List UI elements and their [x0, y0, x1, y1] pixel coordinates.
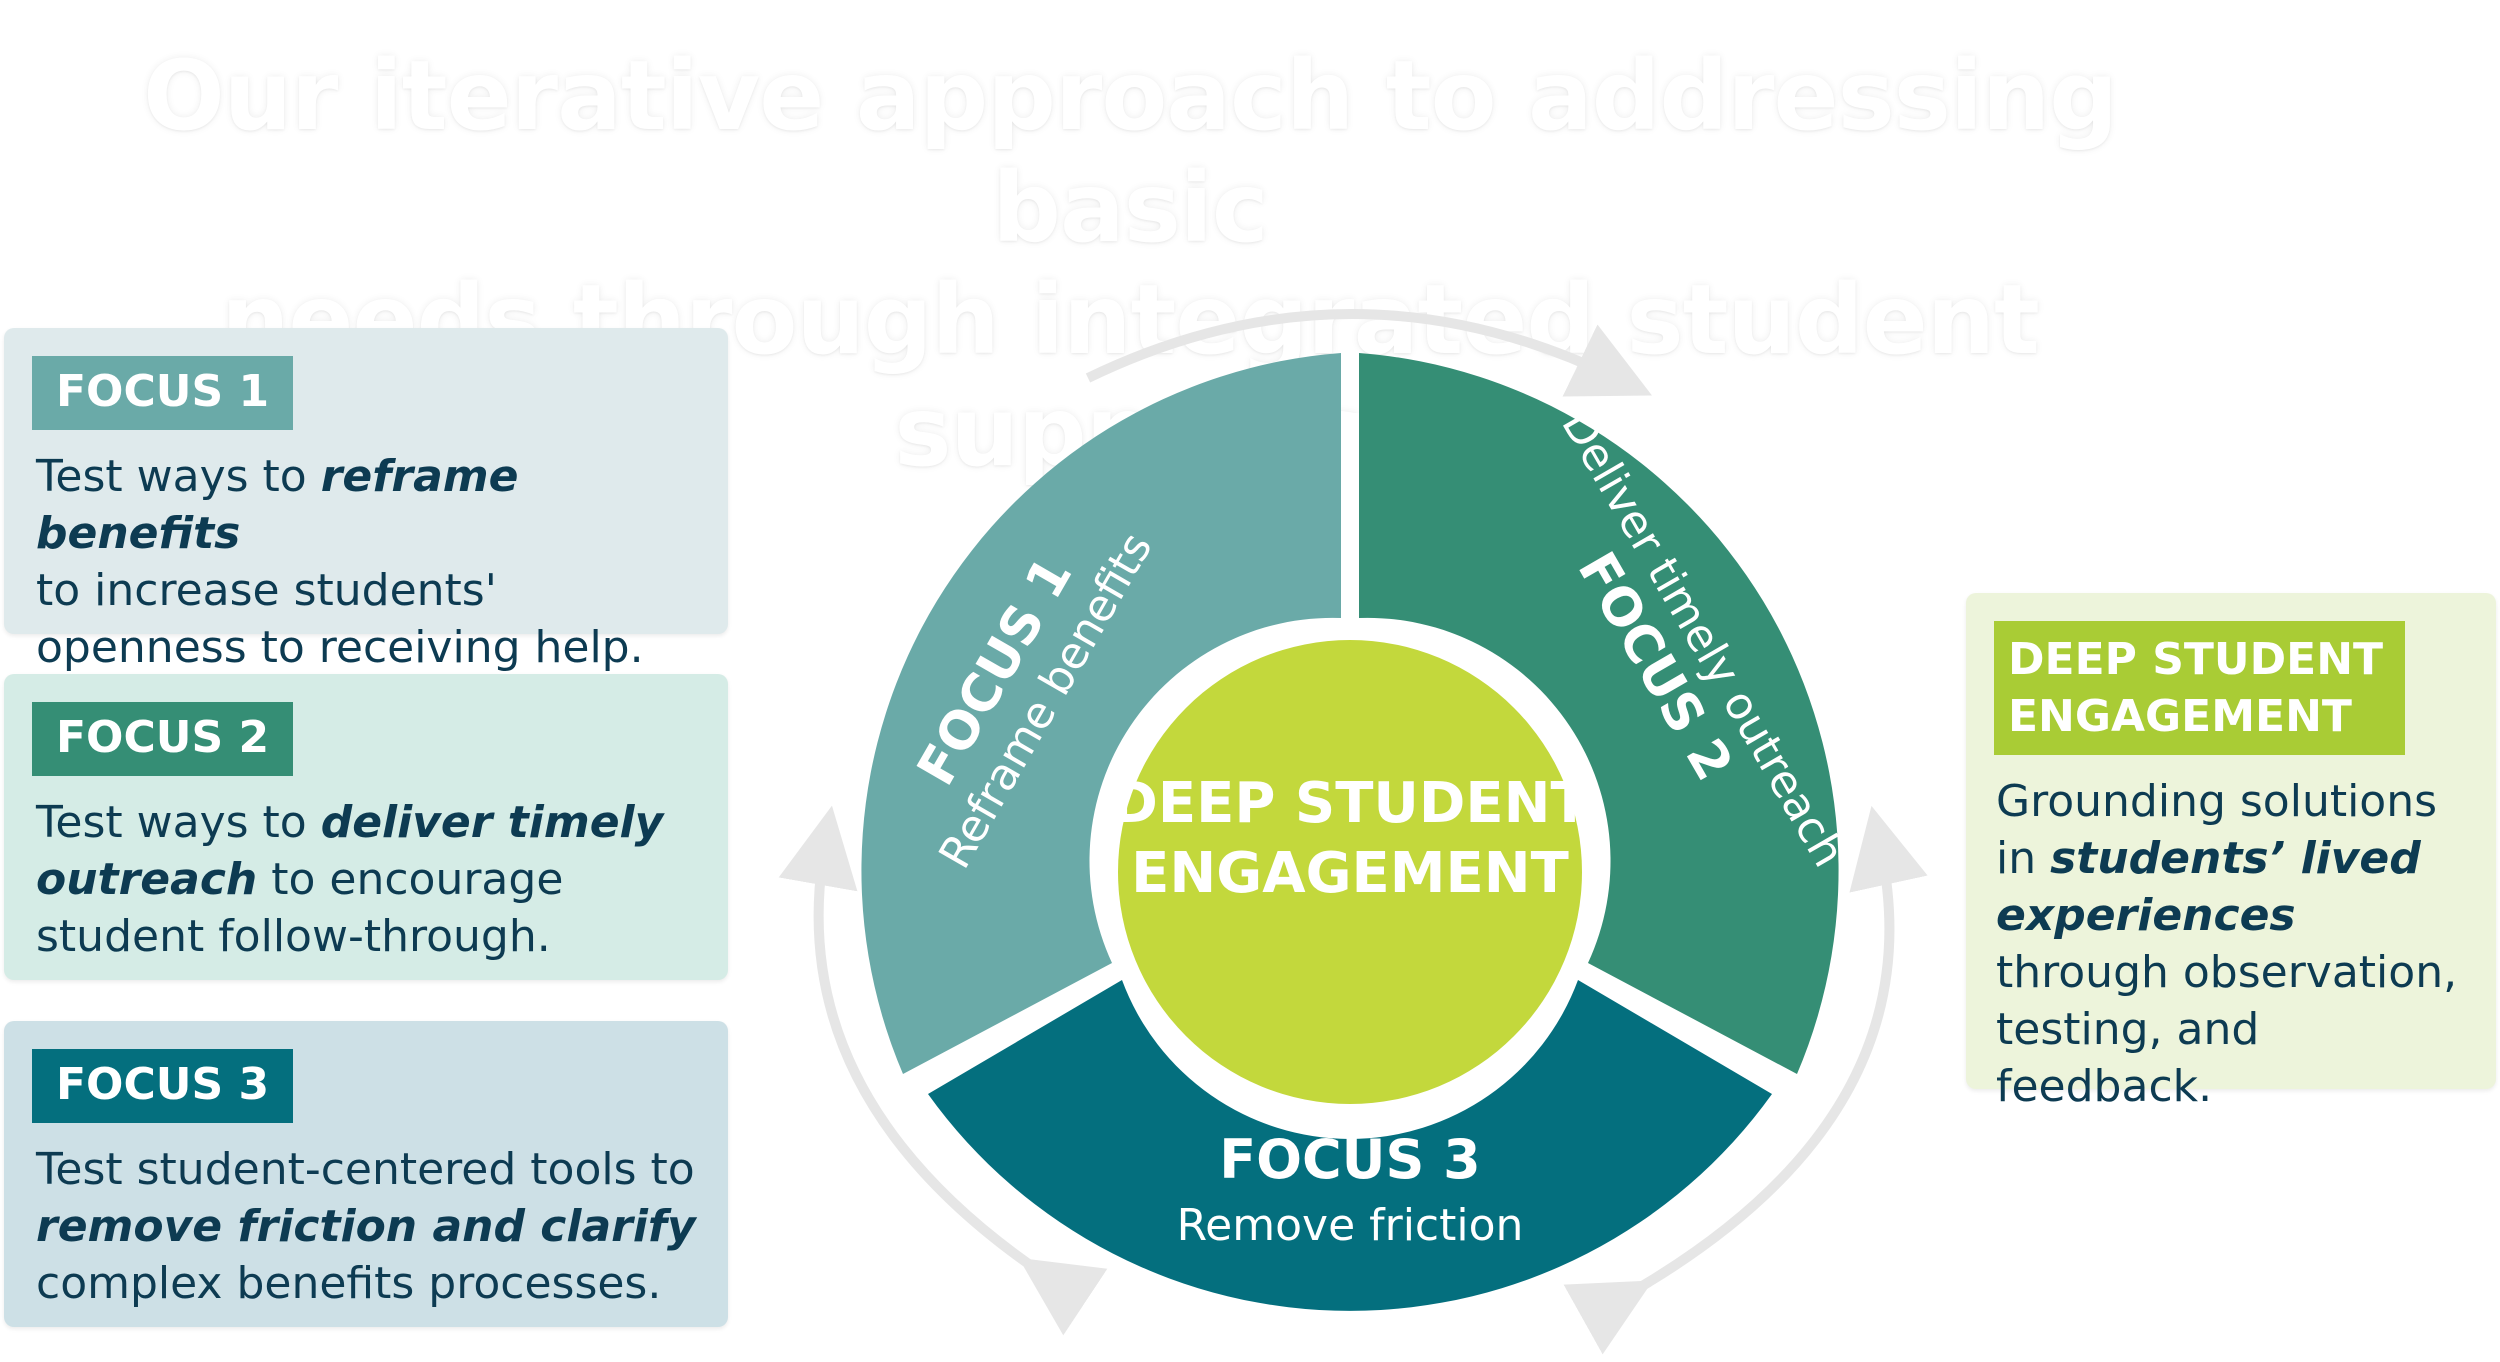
focus-2-description: Test ways to deliver timely outreach to … [36, 794, 708, 965]
wheel-focus-3-title: FOCUS 3 [1219, 1128, 1481, 1191]
focus-3-text-start: Test student-centered tools to [36, 1144, 695, 1195]
engagement-badge-line-1: DEEP STUDENT [2008, 634, 2384, 685]
focus-2-segment [1359, 353, 1839, 1074]
focus-1-emphasis: reframe benefits [36, 451, 519, 559]
focus-1-text-start: Test ways to [36, 451, 321, 502]
engagement-card: DEEP STUDENT ENGAGEMENT Grounding solutio… [1966, 593, 2496, 1112]
engagement-text-start: Grounding solutions in [1996, 776, 2438, 884]
focus-1-segment [861, 353, 1341, 1074]
title-line-1: Our iterative approach to addressing bas… [143, 40, 2118, 264]
cycle-arrow-top [1085, 309, 1652, 397]
focus-2-text-end: to encourage student follow-through. [36, 854, 564, 962]
focus-2-emphasis: deliver timely outreach [36, 797, 664, 905]
center-label-line-2: ENGAGEMENT [1131, 841, 1569, 906]
cycle-arrow-right [1563, 805, 1928, 1355]
focus-3-emphasis: remove friction and clarify [36, 1201, 696, 1252]
focus-2-badge: FOCUS 2 [32, 702, 294, 776]
focus-2-text-start: Test ways to [36, 797, 321, 848]
focus-3-badge: FOCUS 3 [32, 1049, 294, 1123]
center-circle [1118, 640, 1582, 1104]
engagement-description: Grounding solutions in students’ lived e… [1996, 773, 2476, 1115]
engagement-badge: DEEP STUDENT ENGAGEMENT [1994, 621, 2406, 756]
focus-1-text-end: to increase students' openness to receiv… [36, 565, 644, 673]
focus-3-card: FOCUS 3 Test student-centered tools to r… [4, 1021, 728, 1327]
focus-3-segment [928, 980, 1772, 1311]
center-label-line-1: DEEP STUDENT [1111, 771, 1588, 836]
wheel-focus-3-subtitle: Remove friction [1177, 1200, 1524, 1251]
focus-1-badge: FOCUS 1 [32, 356, 294, 430]
engagement-text-end: through observation, testing, and feedba… [1996, 947, 2458, 1112]
engagement-badge-line-2: ENGAGEMENT [2008, 691, 2352, 743]
focus-3-description: Test student-centered tools to remove fr… [36, 1141, 708, 1312]
focus-3-text-end: complex benefits processes. [36, 1258, 662, 1309]
cycle-arrow-left [778, 805, 1108, 1336]
engagement-emphasis: students’ lived experiences [1996, 833, 2421, 941]
focus-2-card: FOCUS 2 Test ways to deliver timely outr… [4, 674, 728, 980]
